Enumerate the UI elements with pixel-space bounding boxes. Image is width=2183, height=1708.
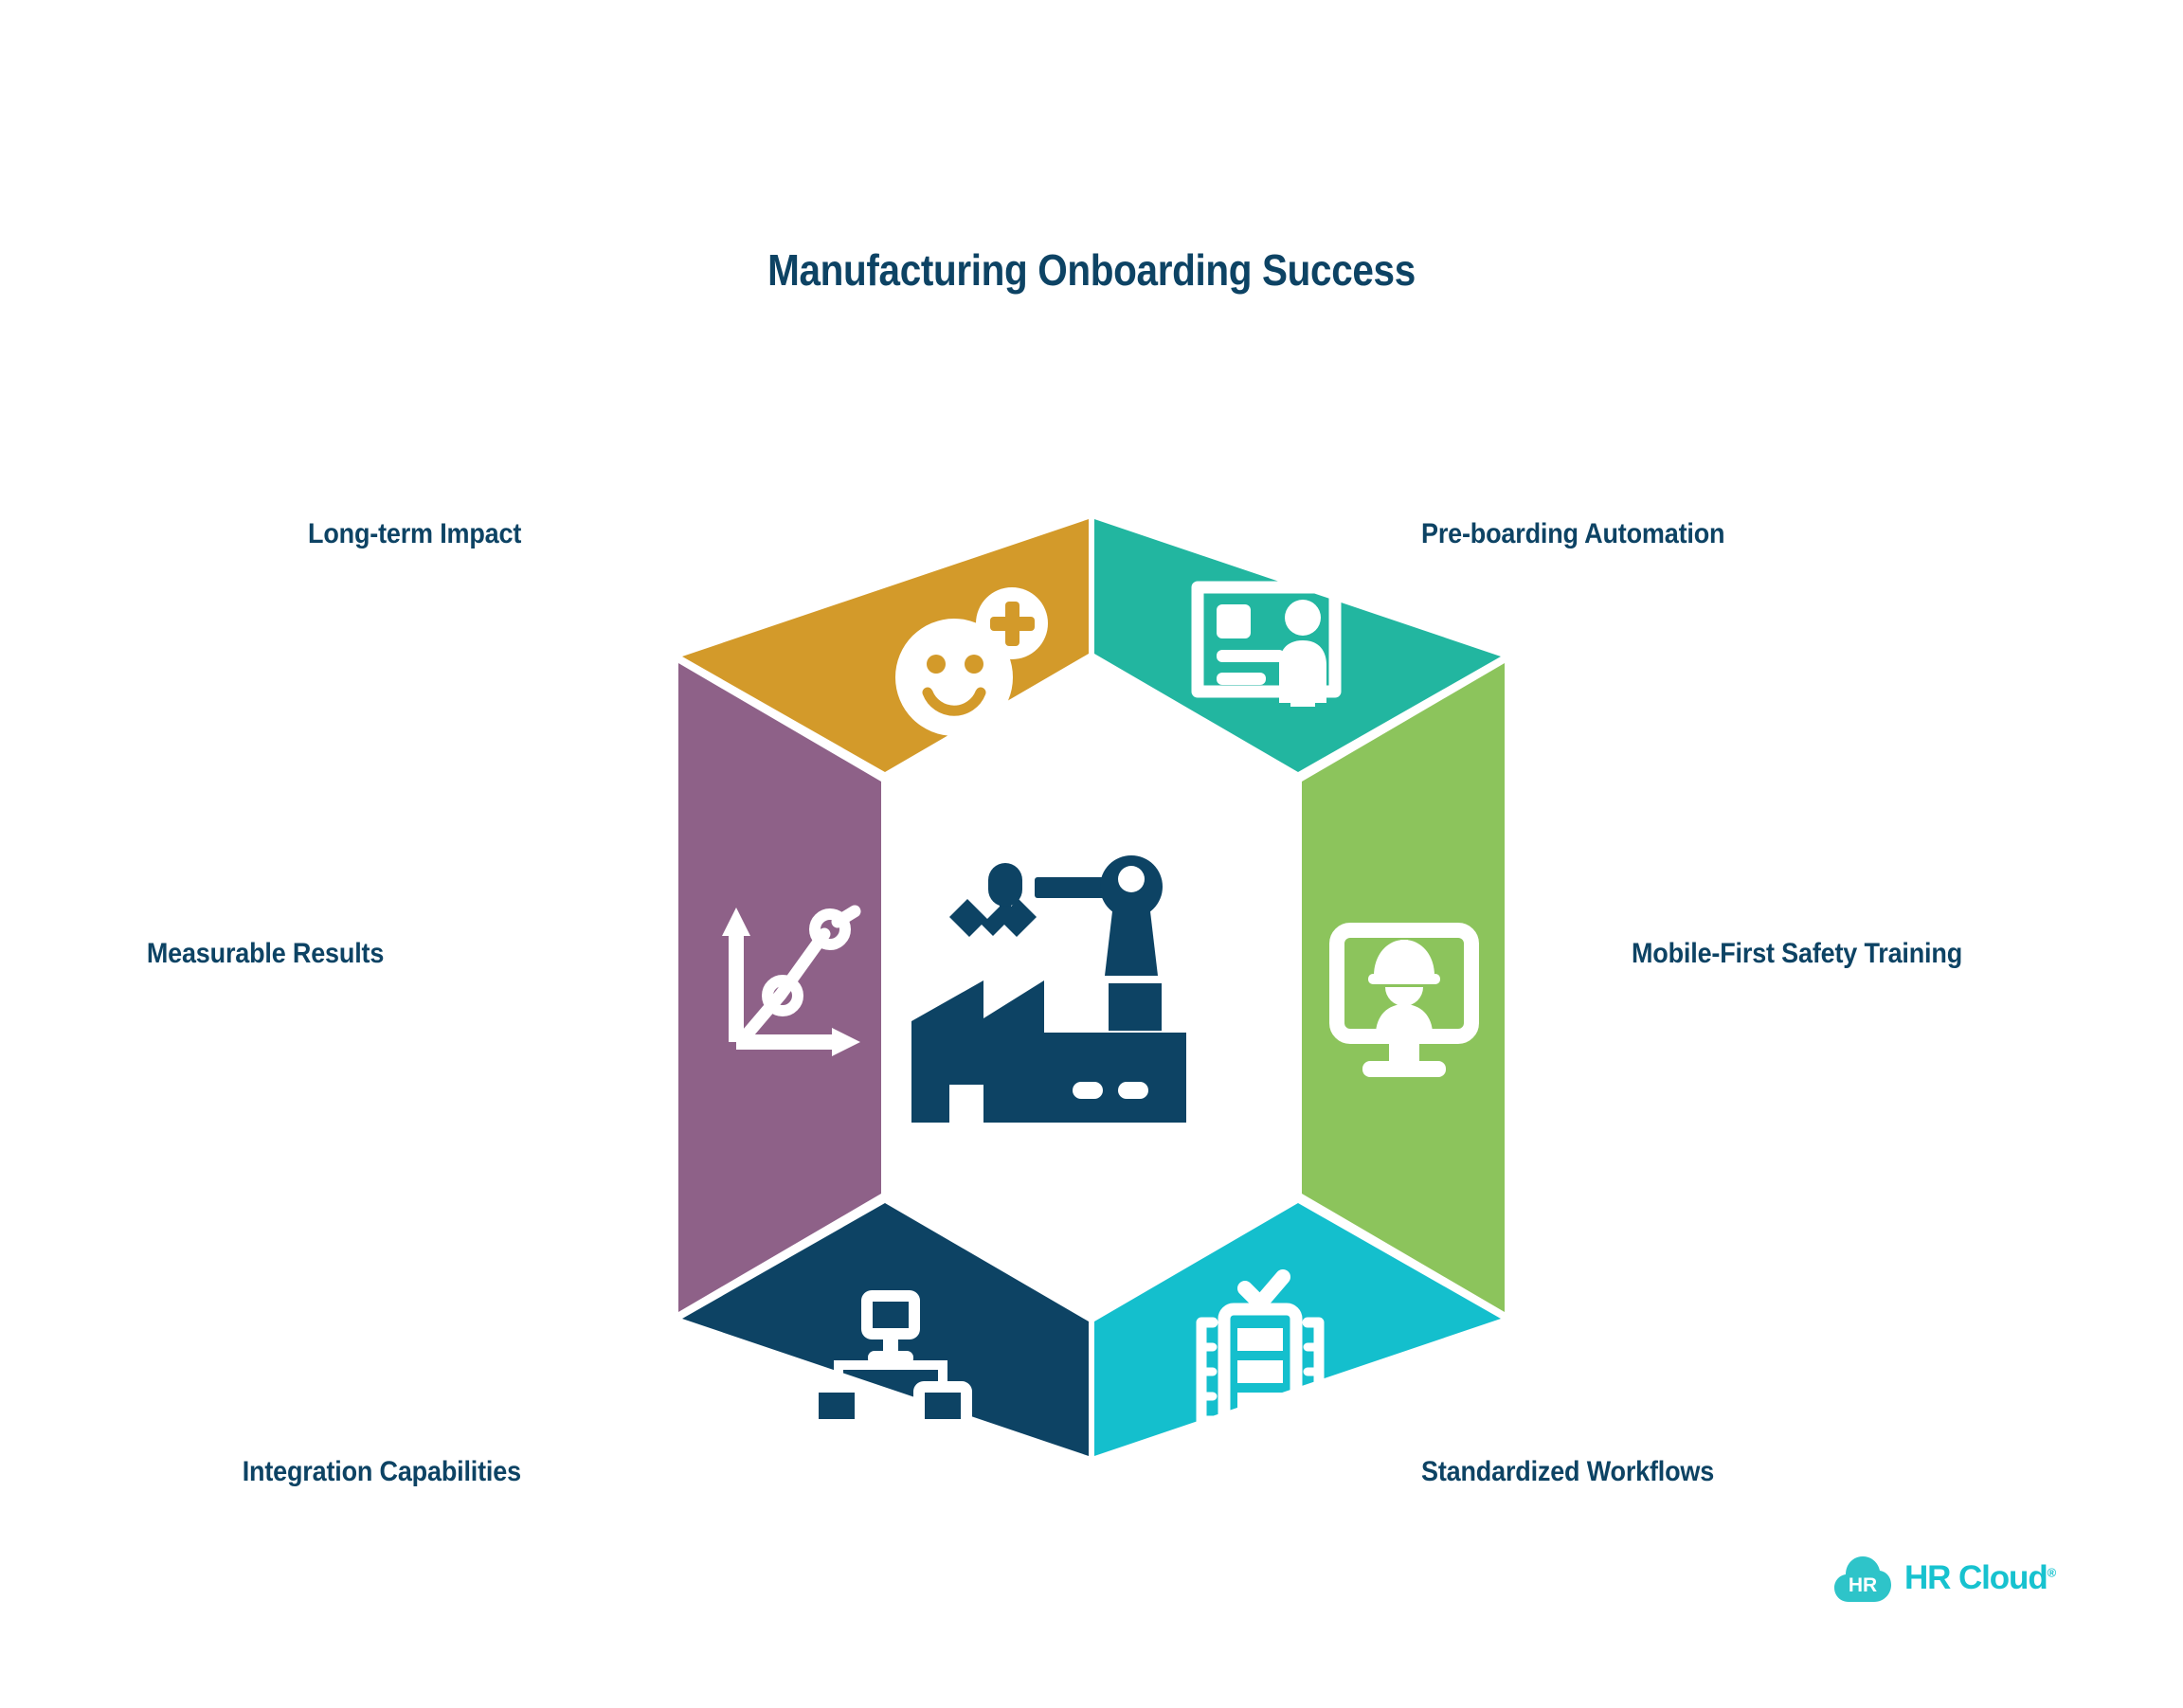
hr-cloud-cloud-icon: HR <box>1834 1556 1891 1602</box>
segment-longterm[interactable] <box>682 519 1089 786</box>
growth-chart-axes-icon <box>722 905 861 1056</box>
hr-cloud-mark-text: HR <box>1849 1574 1877 1596</box>
hexagon-center <box>891 786 1292 1256</box>
segment-preboarding[interactable] <box>1094 519 1501 772</box>
hr-cloud-wordmark-text: HR Cloud <box>1904 1559 2048 1596</box>
segment-label-measurable: Measurable Results <box>146 938 385 969</box>
page-title: Manufacturing Onboarding Success <box>767 245 1416 295</box>
smiley-face-plus-icon <box>895 587 1048 736</box>
registered-mark: ® <box>2047 1565 2057 1580</box>
hr-cloud-wordmark: HR Cloud® <box>1904 1559 2056 1597</box>
segment-label-integration: Integration Capabilities <box>242 1456 521 1487</box>
segment-label-mobile-safety: Mobile-First Safety Training <box>1632 938 1963 969</box>
hr-cloud-logo: HR HR Cloud® <box>1833 1554 2056 1603</box>
segment-mobile-safety[interactable] <box>1302 663 1505 1312</box>
segment-label-workflows: Standardized Workflows <box>1421 1456 1715 1487</box>
segment-label-longterm: Long-term Impact <box>307 518 521 549</box>
segment-workflows[interactable] <box>1094 1203 1501 1456</box>
segment-integration[interactable] <box>682 1203 1089 1456</box>
factory-robot-arm-icon <box>911 855 1186 1123</box>
center-hexagon-shape <box>891 786 1292 1256</box>
hexagon-wheel <box>665 502 1518 1473</box>
monitor-hardhat-worker-icon <box>1329 923 1479 1077</box>
id-badge-person-icon <box>1191 581 1342 707</box>
segment-measurable[interactable] <box>678 663 881 1312</box>
clipboard-checklist-icon <box>1196 1269 1325 1441</box>
segment-label-preboarding: Pre-boarding Automation <box>1421 518 1725 549</box>
network-computers-icon <box>807 1290 972 1456</box>
